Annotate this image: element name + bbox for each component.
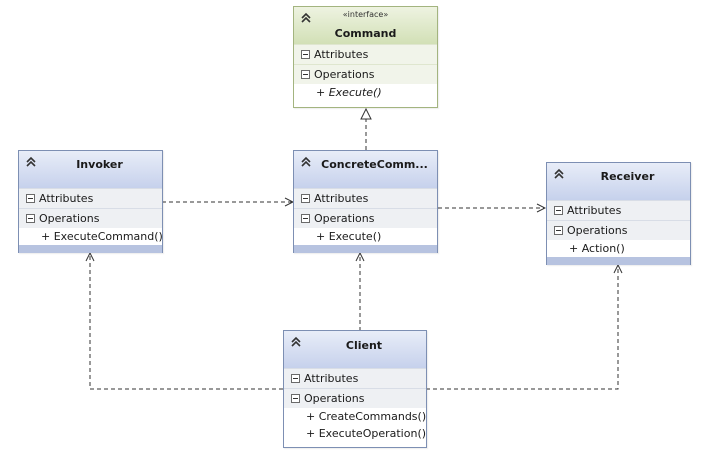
collapse-chevron-icon[interactable]: [300, 156, 312, 168]
invoker-operation-executecommand[interactable]: + ExecuteCommand(): [19, 228, 163, 245]
invoker-attributes-label: Attributes: [39, 192, 94, 205]
realization-connector: [360, 107, 372, 150]
invoker-class-name: Invoker: [76, 158, 123, 171]
command-operations-section[interactable]: Operations: [294, 64, 437, 84]
concrete-command-attributes-label: Attributes: [314, 192, 369, 205]
client-attributes-label: Attributes: [304, 372, 359, 385]
client-header: Client: [284, 331, 426, 368]
client-class-box[interactable]: Client Attributes Operations + CreateCom…: [283, 330, 427, 448]
invoker-class-box[interactable]: Invoker Attributes Operations + ExecuteC…: [18, 150, 163, 253]
collapse-minus-icon[interactable]: [301, 70, 310, 79]
concrete-command-attributes-section[interactable]: Attributes: [294, 188, 437, 208]
client-class-name: Client: [345, 339, 383, 352]
client-to-invoker-dependency: [90, 253, 283, 390]
concrete-command-operations-label: Operations: [314, 212, 375, 225]
collapse-chevron-icon[interactable]: [290, 336, 302, 348]
client-operation-createcommands[interactable]: + CreateCommands(): [284, 408, 426, 425]
invoker-operations-section[interactable]: Operations: [19, 208, 162, 228]
receiver-operation-action[interactable]: + Action(): [547, 240, 690, 257]
receiver-footer: [547, 257, 690, 265]
command-attributes-label: Attributes: [314, 48, 369, 61]
collapse-minus-icon[interactable]: [301, 214, 310, 223]
concrete-command-operation-execute[interactable]: + Execute(): [294, 228, 437, 245]
client-attributes-section[interactable]: Attributes: [284, 368, 426, 388]
command-interface-box[interactable]: «interface» Command Attributes Operation…: [293, 6, 438, 108]
concrete-command-operations-section[interactable]: Operations: [294, 208, 437, 228]
collapse-minus-icon[interactable]: [26, 214, 35, 223]
collapse-minus-icon[interactable]: [26, 194, 35, 203]
command-class-name: Command: [334, 27, 397, 40]
invoker-header: Invoker: [19, 151, 162, 188]
command-operation-execute[interactable]: + Execute(): [294, 84, 437, 101]
client-operations-section[interactable]: Operations: [284, 388, 426, 408]
concrete-command-footer: [294, 245, 437, 253]
concrete-command-header: ConcreteComm...: [294, 151, 437, 188]
command-operations-label: Operations: [314, 68, 375, 81]
invoker-operations-label: Operations: [39, 212, 100, 225]
receiver-class-box[interactable]: Receiver Attributes Operations + Action(…: [546, 162, 691, 265]
collapse-minus-icon[interactable]: [291, 374, 300, 383]
collapse-chevron-icon[interactable]: [553, 168, 565, 180]
receiver-attributes-label: Attributes: [567, 204, 622, 217]
receiver-attributes-section[interactable]: Attributes: [547, 200, 690, 220]
receiver-operations-section[interactable]: Operations: [547, 220, 690, 240]
client-operations-label: Operations: [304, 392, 365, 405]
command-stereotype: «interface»: [342, 10, 389, 19]
client-to-receiver-dependency: [426, 265, 618, 390]
collapse-chevron-icon[interactable]: [25, 156, 37, 168]
collapse-chevron-icon[interactable]: [300, 12, 312, 24]
invoker-attributes-section[interactable]: Attributes: [19, 188, 162, 208]
receiver-class-name: Receiver: [600, 170, 655, 183]
client-operation-executeoperation[interactable]: + ExecuteOperation(): [284, 425, 426, 442]
collapse-minus-icon[interactable]: [291, 394, 300, 403]
collapse-minus-icon[interactable]: [301, 50, 310, 59]
collapse-minus-icon[interactable]: [301, 194, 310, 203]
receiver-header: Receiver: [547, 163, 690, 200]
invoker-footer: [19, 245, 162, 253]
receiver-operations-label: Operations: [567, 224, 628, 237]
collapse-minus-icon[interactable]: [554, 206, 563, 215]
concrete-command-class-name: ConcreteComm...: [321, 158, 428, 171]
concrete-command-class-box[interactable]: ConcreteComm... Attributes Operations + …: [293, 150, 438, 253]
collapse-minus-icon[interactable]: [554, 226, 563, 235]
command-attributes-section[interactable]: Attributes: [294, 44, 437, 64]
command-header: «interface» Command: [294, 7, 437, 44]
